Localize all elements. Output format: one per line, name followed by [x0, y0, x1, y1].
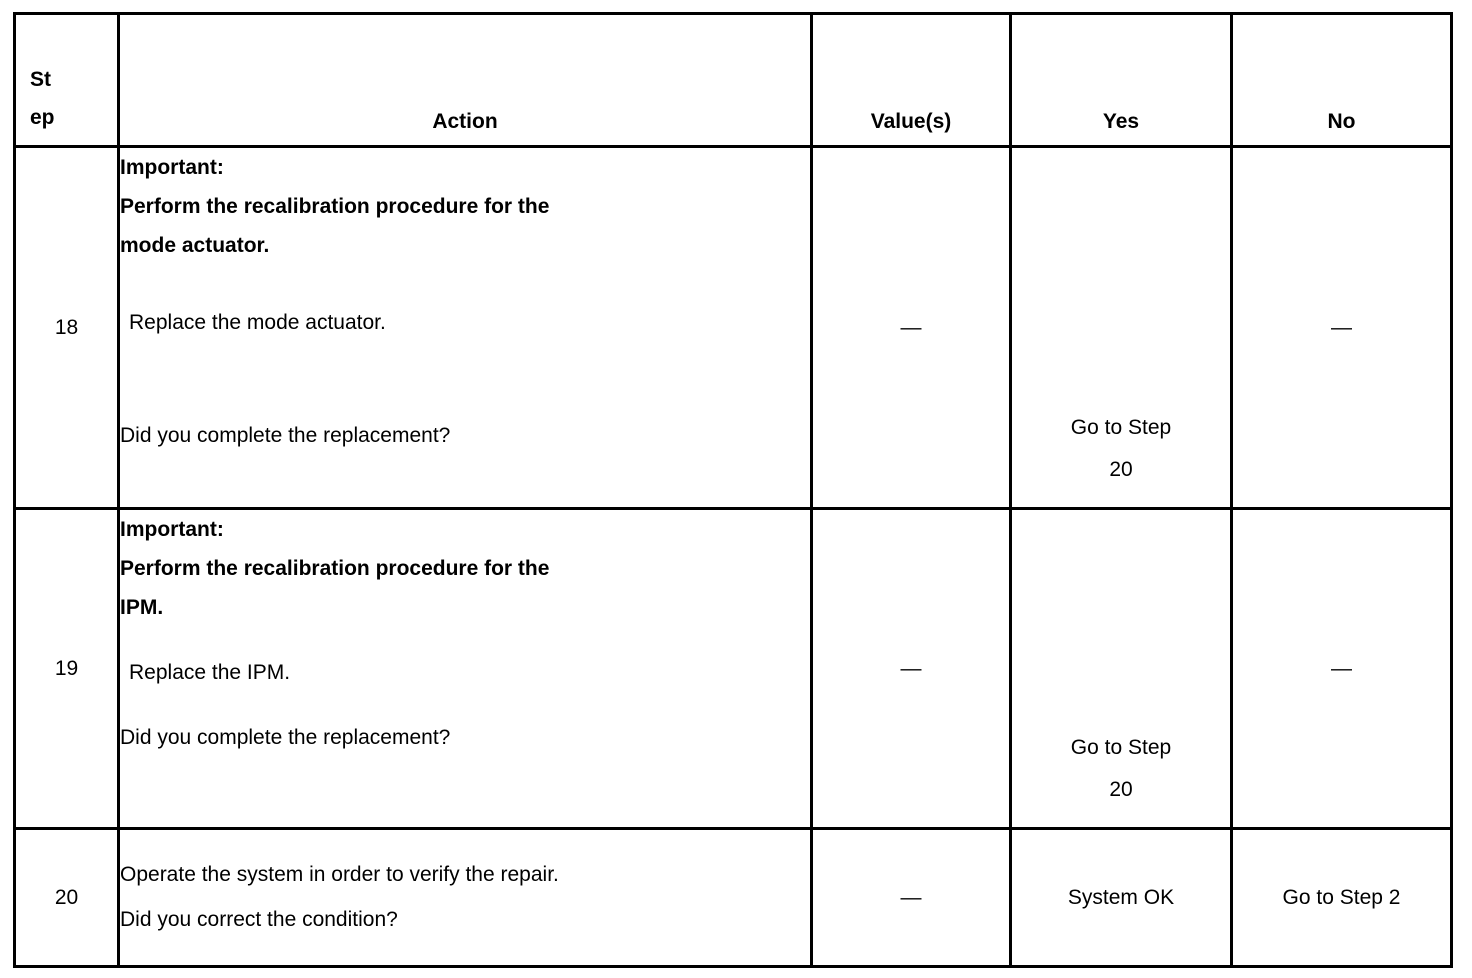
spacer [120, 342, 810, 416]
column-header-step-inner: St ep [30, 61, 113, 137]
value-cell: — [810, 507, 1012, 830]
no-result: Go to Step 2 [1282, 885, 1401, 909]
important-text-line1: Perform the recalibration procedure for … [120, 557, 550, 580]
important-text-line2: IPM. [120, 596, 164, 619]
value-cell: — [810, 145, 1012, 510]
table-header: St ep Action Value(s) Yes No [13, 12, 1453, 148]
yes-cell: System OK [1009, 827, 1233, 968]
step-number-cell: 19 [13, 507, 120, 830]
yes-cell: Go to Step 20 [1009, 507, 1233, 830]
action-instruction: Replace the mode actuator. [129, 311, 386, 334]
action-cell: Important: Perform the recalibration pro… [117, 145, 813, 510]
table-row: 19 Important: Perform the recalibration … [13, 507, 1453, 830]
yes-result-line1: Go to Step [1070, 736, 1172, 759]
column-header-yes: Yes [1009, 12, 1233, 148]
action-question: Did you complete the replacement? [120, 726, 451, 749]
step-number: 18 [54, 315, 79, 339]
action-instruction: Replace the IPM. [129, 661, 291, 684]
no-result: — [1331, 656, 1352, 680]
no-cell: Go to Step 2 [1230, 827, 1453, 968]
action-cell: Operate the system in order to verify th… [117, 827, 813, 968]
column-header-yes-label: Yes [1102, 110, 1140, 133]
column-header-values: Value(s) [810, 12, 1012, 148]
column-header-step-line1: St [30, 68, 51, 91]
yes-result-line2: 20 [1109, 778, 1133, 801]
no-cell: — [1230, 145, 1453, 510]
no-cell: — [1230, 507, 1453, 830]
column-header-step-line2: ep [30, 106, 55, 129]
step-number-cell: 20 [13, 827, 120, 968]
step-number: 20 [54, 885, 79, 909]
diagnostic-step-table: St ep Action Value(s) Yes No [13, 12, 1453, 968]
column-header-action-label: Action [432, 110, 498, 133]
action-cell: Important: Perform the recalibration pro… [117, 507, 813, 830]
spacer [120, 265, 810, 303]
column-header-values-label: Value(s) [870, 110, 952, 133]
yes-result-line1: Go to Step [1070, 416, 1172, 439]
spacer [120, 627, 810, 653]
no-result: — [1331, 315, 1352, 339]
value-text: — [900, 885, 922, 909]
table-row: 20 Operate the system in order to verify… [13, 827, 1453, 968]
column-header-action: Action [117, 12, 813, 148]
header-row: St ep Action Value(s) Yes No [13, 12, 1453, 148]
value-text: — [900, 656, 922, 680]
yes-result: System OK [1067, 885, 1175, 909]
yes-result-line2: 20 [1109, 458, 1133, 481]
spacer [120, 692, 810, 718]
step-number-cell: 18 [13, 145, 120, 510]
yes-result: Go to Step 20 [1012, 727, 1230, 811]
column-header-step: St ep [13, 12, 120, 148]
action-line1: Operate the system in order to verify th… [120, 863, 559, 886]
table-body: 18 Important: Perform the recalibration … [13, 145, 1453, 968]
important-text-line1: Perform the recalibration procedure for … [120, 195, 550, 218]
action-line2: Did you correct the condition? [120, 908, 398, 931]
important-text-line2: mode actuator. [120, 234, 270, 257]
column-header-no-label: No [1327, 110, 1356, 133]
step-number: 19 [54, 656, 79, 680]
important-label: Important: [120, 156, 224, 179]
yes-result: Go to Step 20 [1012, 407, 1230, 491]
table-row: 18 Important: Perform the recalibration … [13, 145, 1453, 510]
yes-cell: Go to Step 20 [1009, 145, 1233, 510]
important-label: Important: [120, 518, 224, 541]
column-header-no: No [1230, 12, 1453, 148]
value-cell: — [810, 827, 1012, 968]
value-text: — [900, 315, 922, 339]
action-question: Did you complete the replacement? [120, 424, 451, 447]
